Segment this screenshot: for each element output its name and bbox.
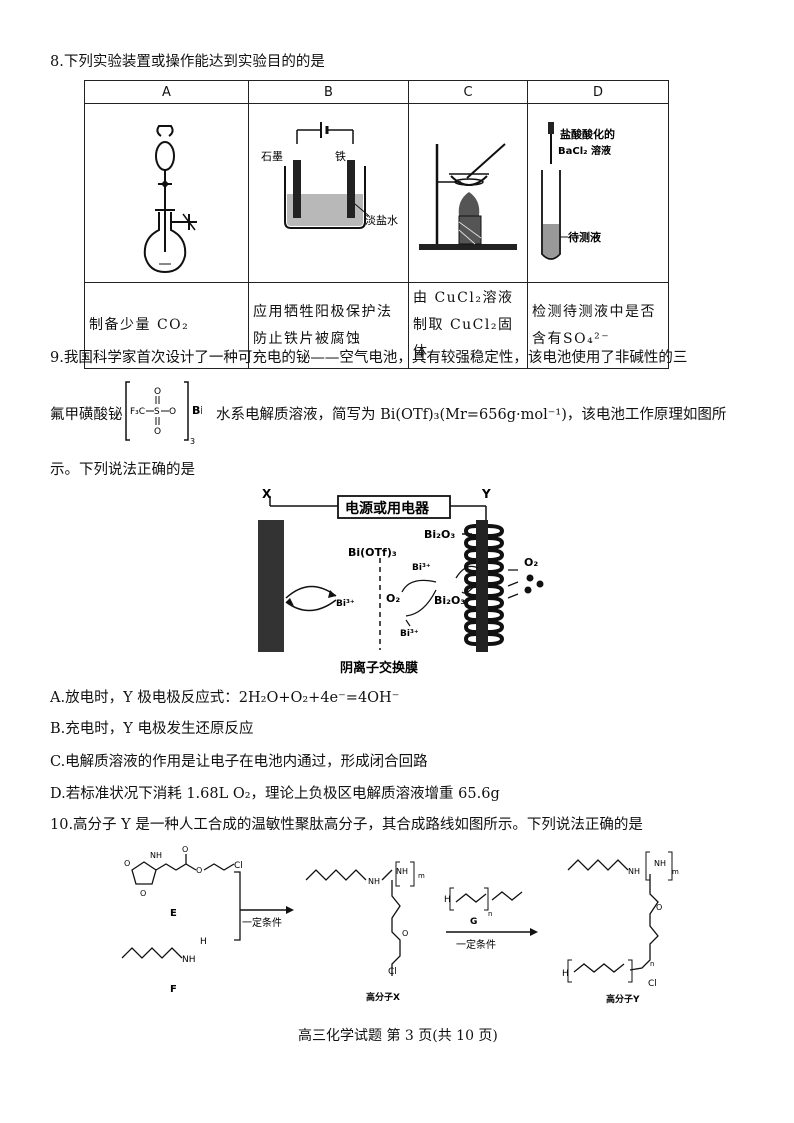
bi-ion-label-1: Bi³⁺ [336,599,355,609]
cf3-group: F₃C [130,407,145,417]
caption-d: 检测待测液中是否含有SO₄²⁻ [527,282,669,369]
f-h: H [200,937,207,947]
e-oxygen-3: O [182,845,188,854]
y-m: m [672,868,679,876]
bi-ion-label-3: Bi³⁺ [400,629,419,639]
oxygen-atom-3: O [169,407,176,417]
graphite-label: 石墨 [261,150,283,163]
sulfur-atom: S [154,407,160,417]
caption-a: 制备少量 CO₂ [84,282,249,369]
subscript-3: 3 [190,437,195,446]
caption-b: 应用牺牲阳极保护法防止铁片被腐蚀 [248,282,409,369]
e-nh: NH [150,851,162,860]
question-10-title: 10.高分子 Y 是一种人工合成的温敏性聚肽高分子，其合成路线如图所示。下列说法… [50,817,643,833]
option-b: B.充电时，Y 电极发生还原反应 [50,721,254,737]
membrane-label: 阴离子交换膜 [340,660,418,676]
f-n: NH [182,955,196,965]
electrode-y-label: Y [481,487,491,501]
iron-label: 铁 [335,150,346,163]
bismuth-air-battery-diagram: 电源或用电器 X Y 阴离子交换膜 Bi(OTf)₃ Bi₂O₃ Bi³⁺ Bi… [258,487,544,676]
question-9-line-2-suffix: 水系电解质溶液，简写为 Bi(OTf)₃(Mr=656g·mol⁻¹)，该电池工… [216,407,727,423]
header-b: B [248,80,409,104]
x-nh: NH [368,877,380,886]
label-f: F [170,984,177,995]
option-d: D.若标准状况下消耗 1.68L O₂，理论上负极区电解质溶液增重 65.6g [50,786,500,802]
y-chlorine: Cl [648,979,657,989]
question-8-title: 8.下列实验装置或操作能达到实验目的的是 [50,54,325,70]
question-9-line-1: 9.我国科学家首次设计了一种可充电的铋——空气电池，具有较强稳定性，该电池使用了… [50,350,688,366]
x-chlorine: Cl [388,967,397,977]
polymer-synthesis-scheme: O NH O O O Cl E NH H F 一定条件 NH NH m O Cl… [121,845,679,1005]
header-a: A [84,80,249,104]
condition-2: 一定条件 [456,938,496,951]
y-h: H [562,969,569,979]
electrolysis-cell-icon: 石墨 铁 淡盐水 [261,122,398,229]
header-d: D [527,80,669,104]
oxygen-atom-2: O [154,427,161,437]
question-9-line-2-prefix: 氟甲磺酸铋 [50,407,123,423]
apparatus-a [84,103,249,283]
y-n: n [650,960,654,968]
electrode-y [476,520,488,652]
power-source-label: 电源或用电器 [345,500,430,517]
option-a: A.放电时，Y 极电极反应式：2H₂O+O₂+4e⁻=4OH⁻ [50,690,400,706]
electrolyte-label: Bi(OTf)₃ [348,546,397,559]
x-oxygen: O [402,929,408,938]
caption-c: 由 CuCl₂溶液制取 CuCl₂固体 [408,282,528,369]
question-9-line-3: 示。下列说法正确的是 [50,462,195,478]
polymer-x: NH NH m O Cl 高分子X [305,861,425,1003]
condition-1: 一定条件 [242,916,282,929]
apparatus-b: 石墨 铁 淡盐水 [248,103,409,283]
header-c: C [408,80,528,104]
brine-label: 淡盐水 [365,214,398,227]
bi2o3-mid-label: Bi₂O₃ [434,594,465,607]
reagent-label-1: 盐酸酸化的 [560,127,615,141]
apparatus-c [408,103,528,283]
o2-label: O₂ [386,592,400,605]
polymer-y: NH NH m O H n Cl 高分子Y [562,851,679,1005]
e-oxygen-2: O [140,889,146,898]
reagent-label-2: BaCl₂ 溶液 [558,144,611,157]
oxygen-atom-1: O [154,387,161,397]
option-c: C.电解质溶液的作用是让电子在电池内通过，形成闭合回路 [50,754,428,770]
test-tube-dropper-icon: 盐酸酸化的 BaCl₂ 溶液 待测液 [541,122,615,260]
compound-f: NH H F [121,937,207,995]
e-chlorine: Cl [234,861,243,871]
bismuth-symbol: Bi [192,404,202,417]
x-m: m [418,872,425,880]
label-g: G [470,917,477,927]
bismuth-triflate-formula: F₃C S O O O 3 Bi [125,381,202,446]
g-h: H [444,895,451,905]
label-polymer-y: 高分子Y [606,993,640,1005]
electrode-x [258,520,284,652]
experiment-table: A B C D [84,80,669,369]
flask-apparatus-icon [143,125,197,274]
x-nh-2: NH [396,867,408,876]
y-nh: NH [628,867,640,876]
e-oxygen-1: O [124,859,130,868]
liquid-label: 待测液 [567,230,602,244]
o2-right-label: O₂ [524,556,538,569]
compound-e: O NH O O O Cl E [124,845,243,919]
y-nh-2: NH [654,859,666,868]
e-oxygen-4: O [196,866,202,875]
apparatus-d: 盐酸酸化的 BaCl₂ 溶液 待测液 [527,103,669,283]
label-polymer-x: 高分子X [366,991,400,1003]
g-n: n [488,910,492,918]
bi-ion-label-2: Bi³⁺ [412,563,431,573]
compound-g: H n G [444,887,523,927]
page-footer: 高三化学试题 第 3 页(共 10 页) [298,1028,498,1044]
bi2o3-top-label: Bi₂O₃ [424,528,455,541]
y-oxygen: O [656,903,662,912]
electrode-x-label: X [262,487,272,501]
evaporation-setup-icon [419,143,517,250]
label-e: E [170,908,177,919]
